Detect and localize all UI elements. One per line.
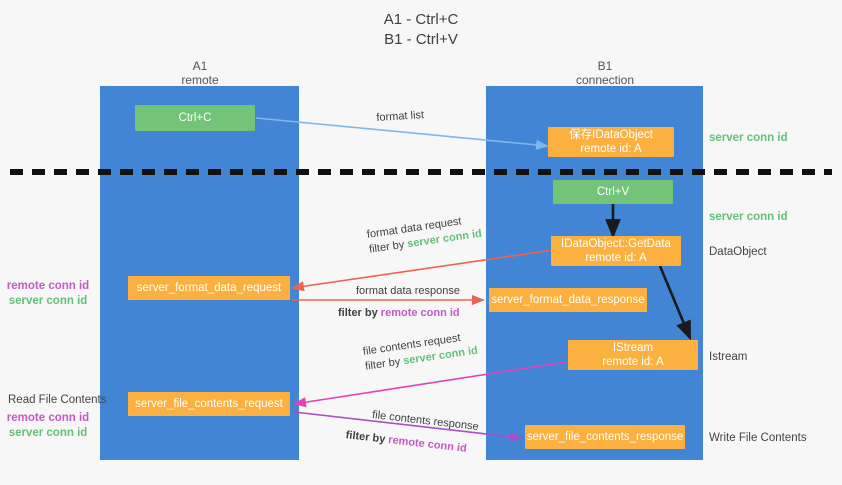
- label-dataobject: DataObject: [709, 246, 767, 258]
- edge-file-resp-main: file contents response: [371, 408, 480, 434]
- box-ctrl-c[interactable]: Ctrl+C: [135, 105, 255, 131]
- label-left-bot-group: remote conn id server conn id: [0, 411, 98, 441]
- box-server-format-data-response[interactable]: server_format_data_response: [489, 288, 647, 312]
- box-server-file-contents-request[interactable]: server_file_contents_request: [128, 392, 290, 416]
- box-ctrl-v-label: Ctrl+V: [596, 186, 630, 198]
- edge-file-req-filter-prefix: filter by: [364, 355, 405, 373]
- label-read-file-contents-text: Read File Contents: [8, 394, 107, 406]
- edge-fmt-resp-filter-id: remote conn id: [380, 307, 460, 319]
- box-server-format-data-request[interactable]: server_format_data_request: [128, 276, 290, 300]
- box-fmt-resp-label: server_format_data_response: [491, 294, 645, 306]
- diagram-title: A1 - Ctrl+C B1 - Ctrl+V: [0, 10, 842, 50]
- box-getdata-line1: IDataObject::GetData: [561, 238, 671, 250]
- edge-file-resp-filter-prefix: filter by: [345, 429, 389, 446]
- box-fmt-req-label: server_format_data_request: [136, 282, 282, 294]
- label-left-mid-server: server conn id: [8, 295, 88, 307]
- box-server-file-contents-response[interactable]: server_file_contents_response: [525, 425, 685, 449]
- edge-fmt-req-filter-prefix: filter by: [368, 238, 409, 256]
- edge-file-resp-filter-id: remote conn id: [387, 433, 468, 455]
- label-write-file-contents: Write File Contents: [709, 432, 807, 444]
- label-istream: Istream: [709, 351, 748, 363]
- edge-label-file-contents-response: file contents response filter by remote …: [345, 408, 480, 458]
- label-left-bot-remote: remote conn id: [6, 412, 90, 424]
- box-istream-line1: IStream: [612, 342, 654, 354]
- box-save-idataobject[interactable]: 保存IDataObject remote id: A: [548, 127, 674, 157]
- box-save-idataobject-line1: 保存IDataObject: [569, 129, 653, 141]
- edge-label-file-contents-request: file contents request filter by server c…: [362, 329, 479, 375]
- title-line-1: A1 - Ctrl+C: [383, 11, 459, 28]
- label-server-conn-id-second: server conn id: [709, 211, 788, 223]
- label-server-conn-id-top: server conn id: [709, 132, 788, 144]
- label-left-mid-group: remote conn id server conn id: [0, 279, 98, 309]
- lane-header-a1: A1 remote: [120, 59, 280, 87]
- box-istream-line2: remote id: A: [602, 356, 664, 368]
- box-ctrl-c-label: Ctrl+C: [178, 112, 212, 124]
- box-save-idataobject-line2: remote id: A: [580, 143, 642, 155]
- box-getdata-line2: remote id: A: [585, 252, 647, 264]
- lane-header-b1: B1 connection: [525, 59, 685, 87]
- lane-a1-name: A1: [192, 59, 208, 73]
- lane-a1-sub: remote: [181, 73, 219, 87]
- box-istream[interactable]: IStream remote id: A: [568, 340, 698, 370]
- box-file-req-label: server_file_contents_request: [135, 398, 283, 410]
- label-left-bot-server: server conn id: [8, 427, 88, 439]
- label-read-file-contents: Read File Contents: [8, 393, 106, 408]
- edge-label-format-list-text: format list: [376, 109, 425, 124]
- edge-label-format-list: format list: [376, 108, 425, 126]
- edge-fmt-resp-main: format data response: [356, 285, 460, 297]
- box-ctrl-v[interactable]: Ctrl+V: [553, 180, 673, 204]
- box-idataobject-getdata[interactable]: IDataObject::GetData remote id: A: [551, 236, 681, 266]
- box-file-resp-label: server_file_contents_response: [526, 431, 684, 443]
- lane-b1-name: B1: [597, 59, 613, 73]
- edge-label-format-data-request: format data request filter by server con…: [366, 212, 483, 258]
- edge-label-format-data-response: format data response filter by remote co…: [338, 284, 460, 321]
- lane-b1-sub: connection: [575, 73, 635, 87]
- edge-fmt-resp-filter: filter by remote conn id: [338, 306, 460, 321]
- edge-fmt-resp-filter-prefix: filter by: [338, 307, 381, 319]
- title-line-2: B1 - Ctrl+V: [384, 31, 458, 48]
- label-left-mid-remote: remote conn id: [6, 280, 90, 292]
